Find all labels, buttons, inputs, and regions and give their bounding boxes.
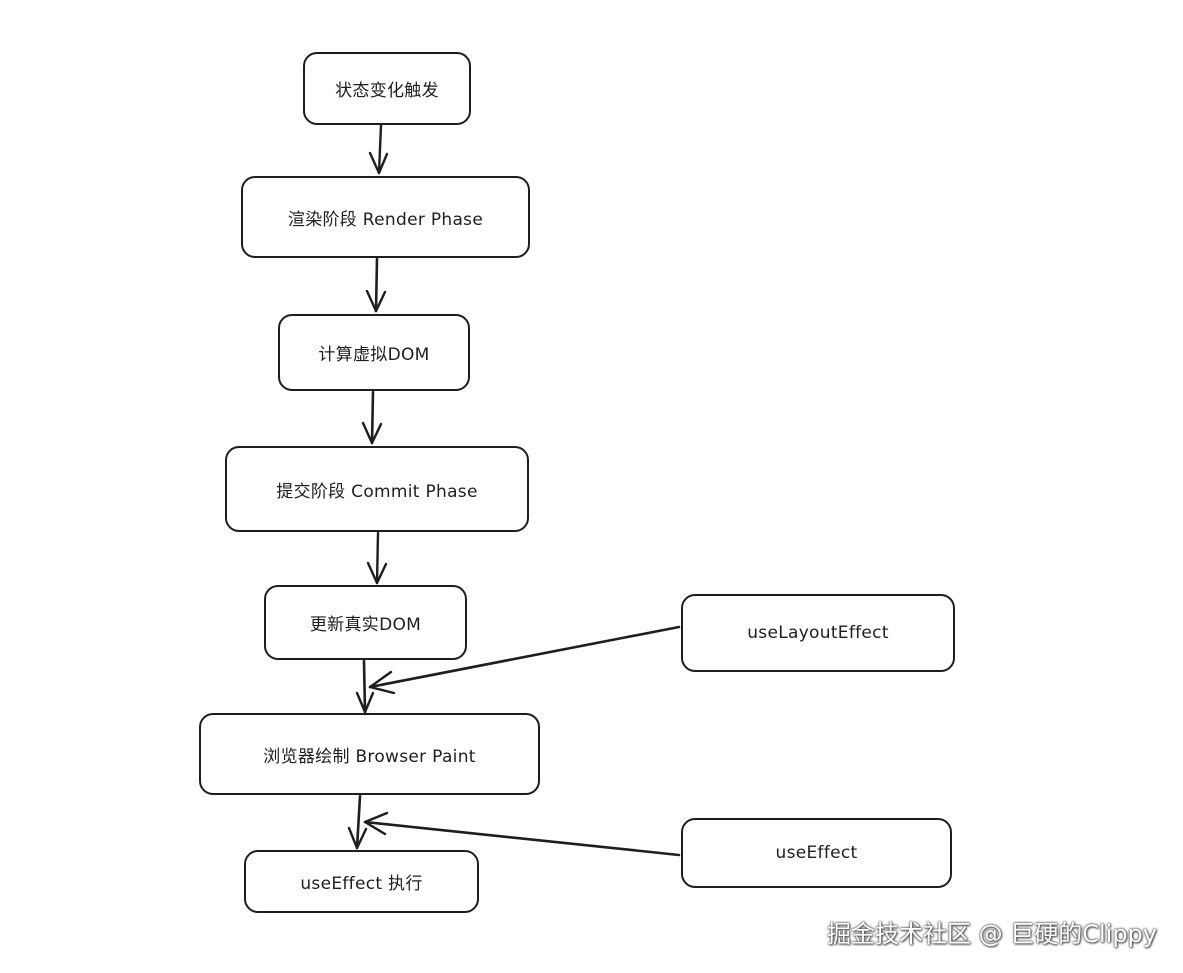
node-use-layout-effect: useLayoutEffect [681,594,955,672]
edge-update-to-paint [362,659,367,714]
node-state-change: 状态变化触发 [303,52,471,125]
node-commit-phase: 提交阶段 Commit Phase [225,446,529,532]
edge-layout-effect [368,625,681,689]
node-compute-vdom: 计算虚拟DOM [278,314,470,391]
arrowhead-paint [355,691,375,714]
edge-state-to-render [377,123,383,175]
node-update-dom: 更新真实DOM [264,585,467,660]
arrowhead-commit [361,421,383,445]
arrowhead-update [366,561,388,585]
edge-use-effect [363,820,681,857]
node-browser-paint: 浏览器绘制 Browser Paint [199,713,540,795]
node-use-effect: useEffect [681,818,952,888]
arrowhead-use-effect [363,811,389,836]
edge-render-to-vdom [374,257,379,313]
arrowhead-effect-exec [347,826,368,850]
watermark: 掘金技术社区 @ 巨硬的Clippy [826,920,1157,948]
node-render-phase: 渲染阶段 Render Phase [241,176,530,258]
edge-paint-to-effect [355,794,362,850]
arrowhead-layout-effect [368,670,396,695]
arrowhead-render [368,151,389,175]
node-use-effect-exec: useEffect 执行 [244,850,479,913]
edge-vdom-to-commit [370,390,375,445]
edge-commit-to-update [375,531,380,585]
arrowhead-vdom [365,289,387,313]
